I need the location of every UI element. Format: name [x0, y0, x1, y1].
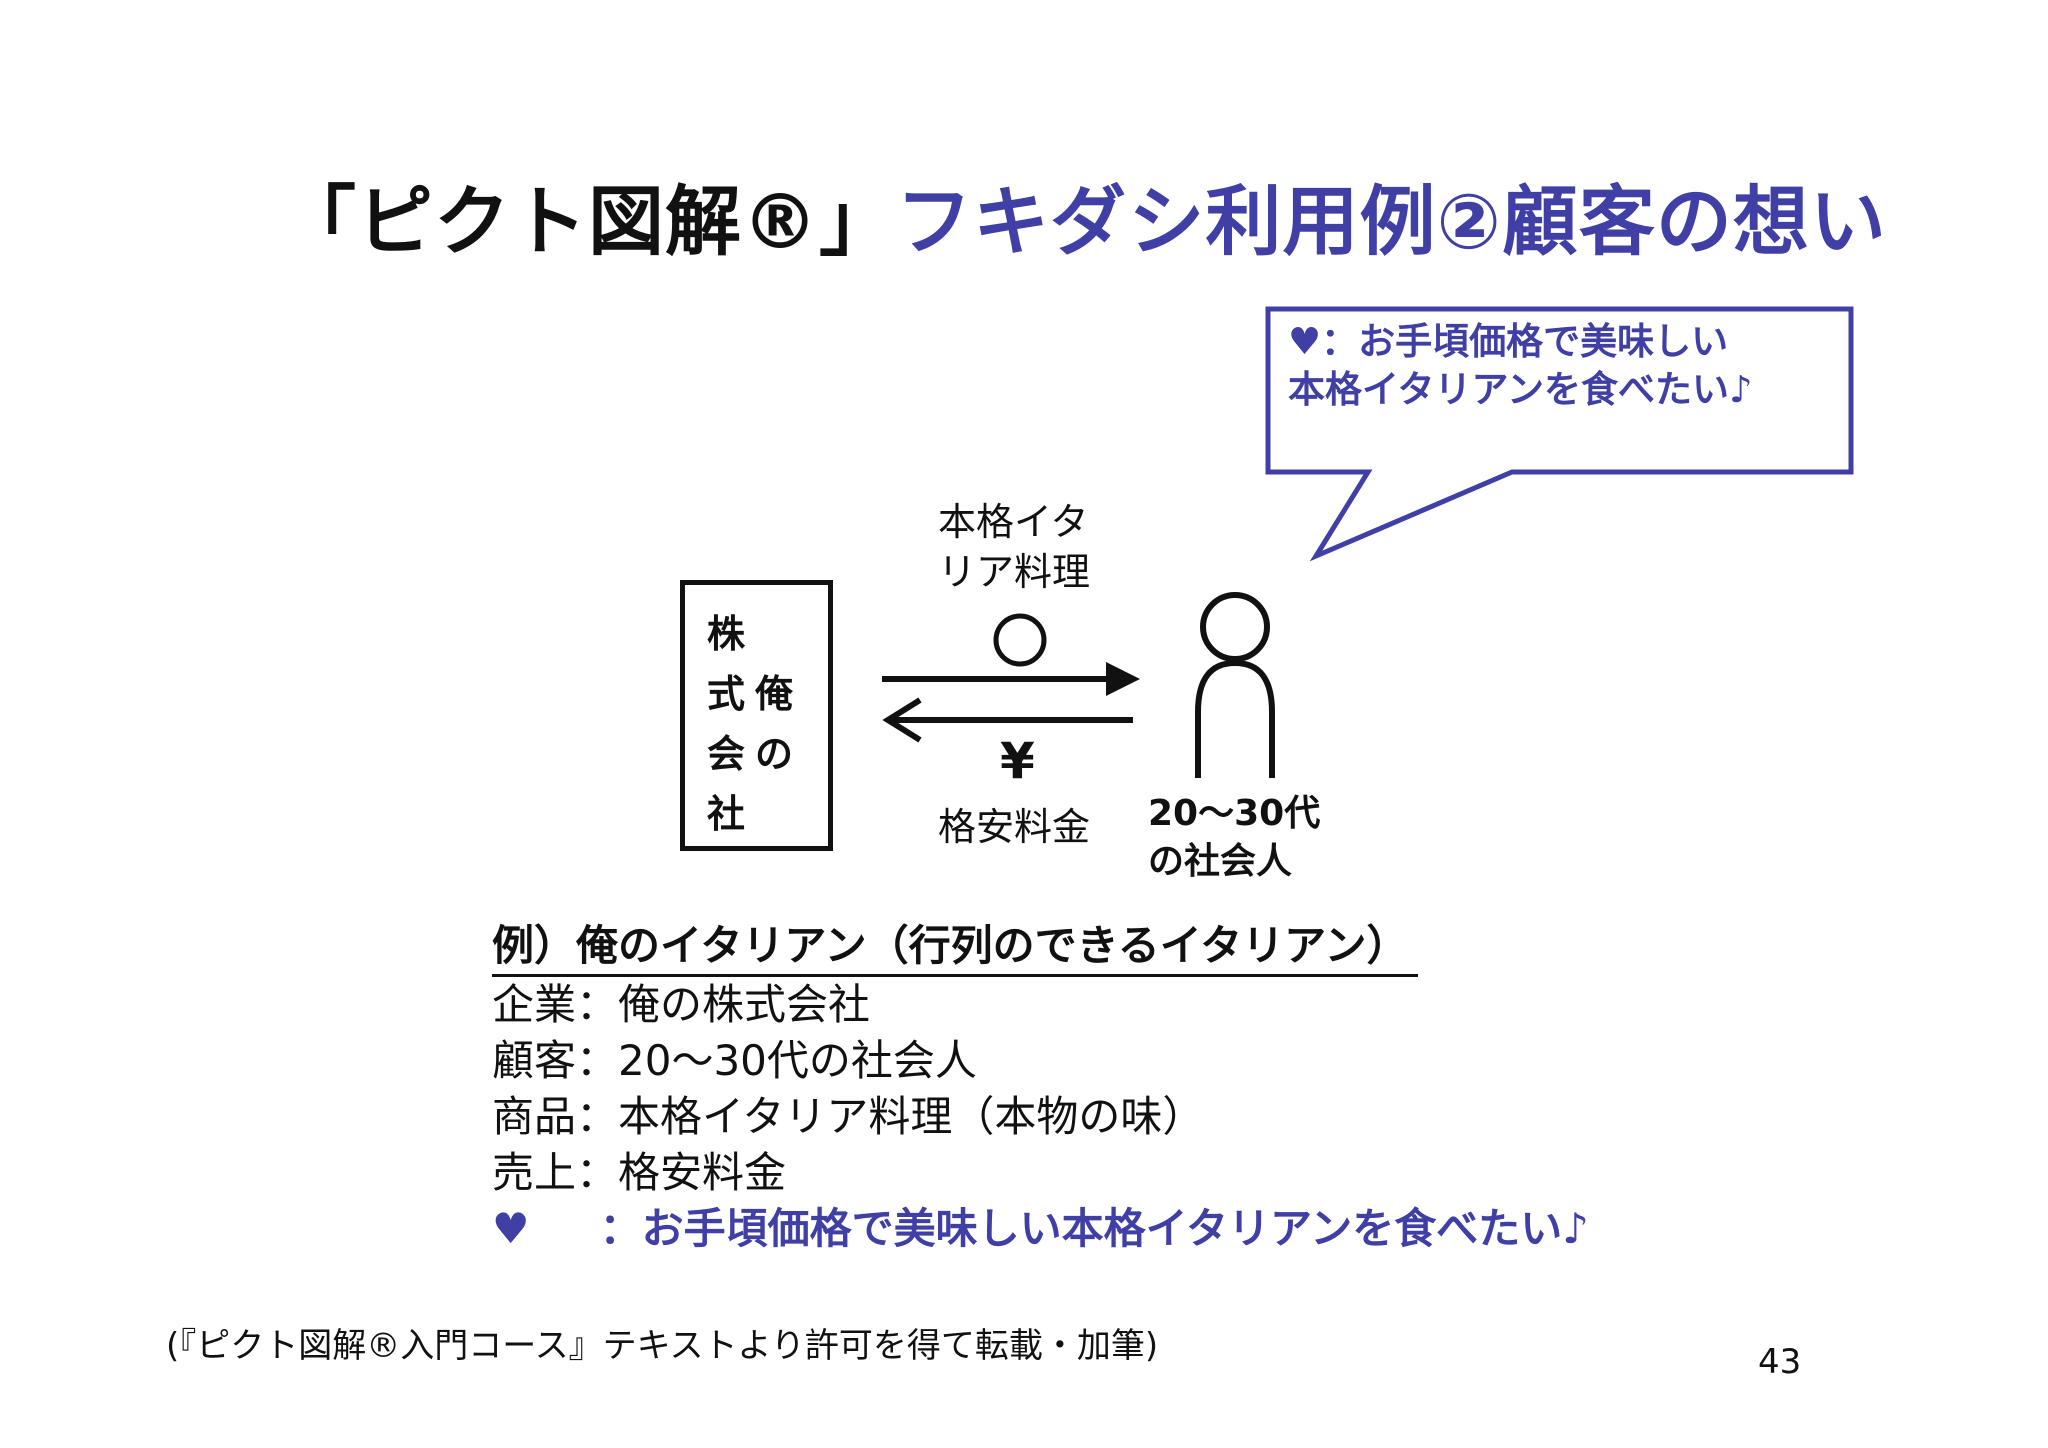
- customer-label: 20～30代 の社会人: [1148, 790, 1320, 886]
- bubble-line-1: ♥：お手頃価格で美味しい: [1288, 320, 1729, 363]
- example-line-company: 企業：俺の株式会社: [492, 980, 871, 1029]
- company-char: 株: [707, 612, 746, 656]
- source-footnote: (『ピクト図解®入門コース』テキストより許可を得て転載・加筆): [166, 1326, 1159, 1366]
- company-char: 俺: [755, 672, 794, 716]
- wish-text: ：お手頃価格で美味しい本格イタリアンを食べたい♪: [599, 1204, 1590, 1253]
- product-label: 本格イタ リア料理: [938, 497, 1090, 597]
- company-char: の: [755, 732, 794, 776]
- customer-label-line-1: 20～30代: [1148, 793, 1321, 834]
- company-char: 社: [707, 792, 746, 836]
- example-heading: 例）俺のイタリアン（行列のできるイタリアン）: [492, 918, 1419, 977]
- speech-bubble: [1265, 306, 1854, 562]
- customer-label-line-2: の社会人: [1148, 841, 1293, 882]
- example-section: 例）俺のイタリアン（行列のできるイタリアン） 企業：俺の株式会社 顧客：20～3…: [492, 918, 1589, 1257]
- person-body-icon: [1195, 659, 1275, 778]
- heart-icon: ♥: [492, 1204, 530, 1253]
- bubble-text: ♥：お手頃価格で美味しい 本格イタリアンを食べたい♪: [1288, 318, 1828, 414]
- page-number: 43: [1758, 1342, 1802, 1382]
- company-box: 株 式 俺 会 の 社: [680, 580, 833, 851]
- example-line-wish: ♥ ：お手頃価格で美味しい本格イタリアンを食べたい♪: [492, 1201, 1589, 1257]
- bubble-line-2: 本格イタリアンを食べたい♪: [1288, 368, 1753, 411]
- product-label-line-2: リア料理: [938, 550, 1091, 594]
- product-circle: [993, 613, 1047, 667]
- company-char: 式: [707, 672, 746, 716]
- product-label-line-1: 本格イタ: [938, 500, 1089, 544]
- arrow-head-right-icon: [1106, 662, 1140, 696]
- yen-icon: ¥: [1000, 732, 1035, 790]
- price-label: 格安料金: [938, 805, 1091, 849]
- example-line-customer: 顧客：20～30代の社会人: [492, 1036, 977, 1085]
- title-sub: フキダシ利用例②顧客の想い: [896, 177, 1887, 266]
- example-line-sales: 売上：格安料金: [492, 1148, 787, 1197]
- company-char: 会: [707, 732, 746, 776]
- person-head-icon: [1200, 592, 1270, 662]
- arrow-head-left-icon: [882, 697, 922, 743]
- slide-title: 「ピクト図解®」フキダシ利用例②顧客の想い: [280, 160, 1887, 270]
- example-line-product: 商品：本格イタリア料理（本物の味）: [492, 1092, 1205, 1141]
- title-main: 「ピクト図解®」: [280, 177, 896, 266]
